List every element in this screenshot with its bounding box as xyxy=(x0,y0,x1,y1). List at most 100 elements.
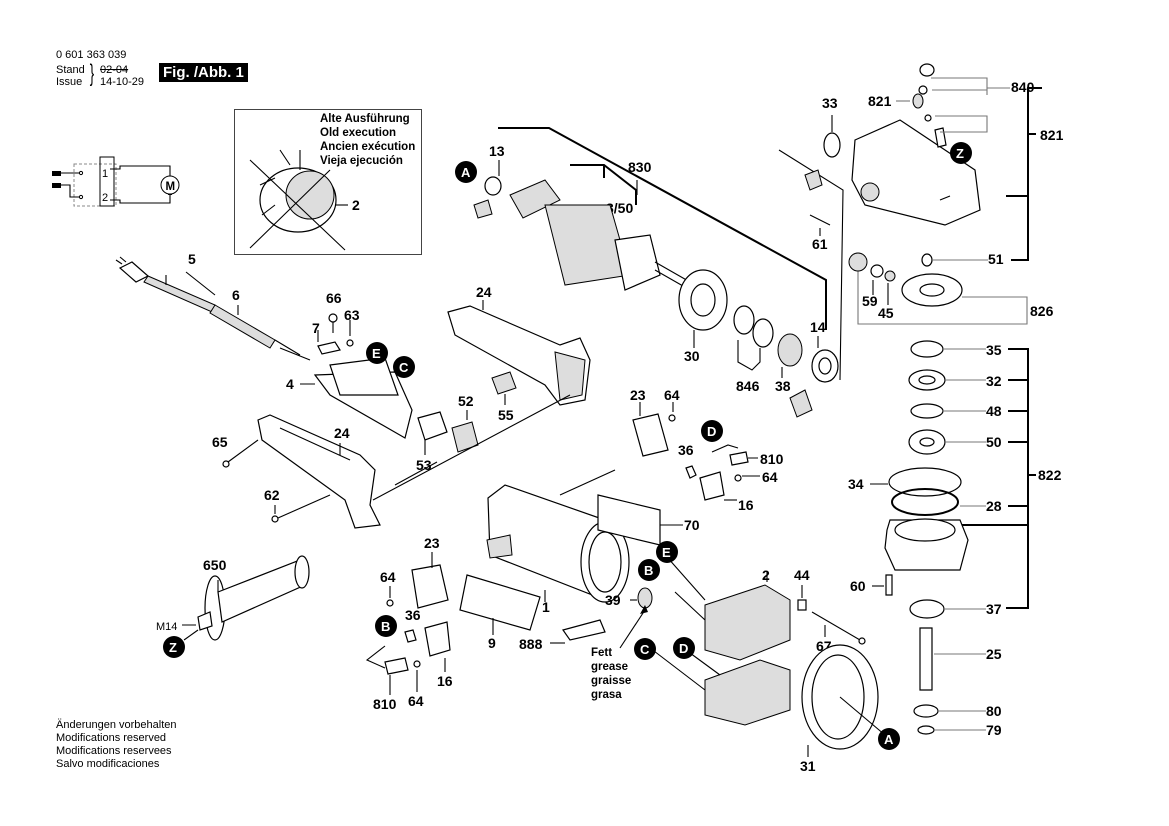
label-24-upper: 24 xyxy=(476,284,492,300)
label-810-right: 810 xyxy=(760,451,784,467)
armature-assembly: 830 3/50 13 xyxy=(473,127,827,330)
suppressor-parts: 53 52 xyxy=(416,393,479,473)
label-821-spindle-lock: 821 xyxy=(868,93,892,109)
label-650: 650 xyxy=(203,557,227,573)
footer-line-fr: Modifications reservees xyxy=(56,745,172,757)
callout-b-coil: B xyxy=(638,559,660,581)
stand-value: 02-04 xyxy=(100,64,129,76)
svg-text:A: A xyxy=(884,732,894,747)
label-31: 31 xyxy=(800,758,816,774)
label-2: 2 xyxy=(762,567,770,583)
label-64-right-top: 64 xyxy=(664,387,680,403)
motor-housing: 1 9 888 70 xyxy=(459,469,700,652)
svg-text:C: C xyxy=(640,642,650,657)
label-64-left: 64 xyxy=(408,693,424,709)
old-execution-line-en: Old execution xyxy=(320,127,397,139)
label-66: 66 xyxy=(326,290,342,306)
grease-note-es: grasa xyxy=(591,689,622,701)
callout-c-coil: C xyxy=(634,638,656,660)
svg-text:E: E xyxy=(662,545,671,560)
label-23-left: 23 xyxy=(424,535,440,551)
label-32: 32 xyxy=(986,373,1002,389)
grease-note-fr: graisse xyxy=(591,675,631,687)
label-36-right: 36 xyxy=(678,442,694,458)
callout-z-handle: Z xyxy=(163,636,185,658)
part-number: 0 601 363 039 xyxy=(56,49,127,61)
label-34: 34 xyxy=(848,476,864,492)
auxiliary-handle: 650 M14 xyxy=(156,555,310,641)
footer-notes: Änderungen vorbehalten Modifications res… xyxy=(56,719,176,771)
label-24-lower: 24 xyxy=(334,425,350,441)
stand-label: Stand xyxy=(56,64,85,76)
brush-holder-right: 23 64 36 16 810 64 xyxy=(630,387,784,513)
old-execution-box xyxy=(234,109,422,255)
label-16-right: 16 xyxy=(738,497,754,513)
label-810-left: 810 xyxy=(373,696,397,712)
handle-lower: 24 65 62 xyxy=(212,414,381,529)
svg-text:B: B xyxy=(381,619,390,634)
svg-text:Z: Z xyxy=(169,640,177,655)
label-30: 30 xyxy=(684,348,700,364)
label-53: 53 xyxy=(416,457,432,473)
switch-assembly: 4 7 66 63 xyxy=(286,290,413,439)
label-79: 79 xyxy=(986,722,1002,738)
label-36-left: 36 xyxy=(405,607,421,623)
terminal-2: 2 xyxy=(102,192,108,204)
handle-assembly-line xyxy=(372,394,571,501)
label-44: 44 xyxy=(794,567,810,583)
label-25: 25 xyxy=(986,646,1002,662)
label-35: 35 xyxy=(986,342,1002,358)
svg-text:E: E xyxy=(372,346,381,361)
label-37: 37 xyxy=(986,601,1002,617)
svg-text:C: C xyxy=(399,360,409,375)
figure-label: Fig. /Abb. 1 xyxy=(159,63,248,82)
stand-issue-values: 02-04 14-10-29 xyxy=(100,64,144,88)
label-4: 4 xyxy=(286,376,294,392)
svg-text:D: D xyxy=(679,641,688,656)
issue-label: Issue xyxy=(56,76,83,88)
callout-e-coil: E xyxy=(656,541,678,563)
label-9: 9 xyxy=(488,635,496,651)
label-64-right: 64 xyxy=(762,469,778,485)
footer-line-es: Salvo modificaciones xyxy=(56,758,160,770)
grease-note-de: Fett xyxy=(591,647,612,659)
label-59: 59 xyxy=(862,293,878,309)
label-2-old: 2 xyxy=(352,197,360,213)
callout-z-gearhead: Z xyxy=(950,142,972,164)
callout-d-brush: D xyxy=(701,420,723,442)
callout-d-coil: D xyxy=(673,637,695,659)
label-350: 3/50 xyxy=(606,200,633,216)
label-13: 13 xyxy=(489,143,505,159)
label-70: 70 xyxy=(684,517,700,533)
motor-symbol xyxy=(160,175,180,195)
issue-value: 14-10-29 xyxy=(100,76,145,88)
label-62: 62 xyxy=(264,487,280,503)
gear-head: 33 61 821 840 821 51 826 59 45 xyxy=(804,63,1064,325)
label-52: 52 xyxy=(458,393,474,409)
label-7: 7 xyxy=(312,320,320,336)
footer-line-de: Änderungen vorbehalten xyxy=(56,719,177,731)
callout-e-switch: E xyxy=(366,342,388,364)
label-821-housing: 821 xyxy=(1040,127,1064,143)
callout-b-brush: B xyxy=(375,615,397,637)
old-field-coil: 2 xyxy=(249,149,360,251)
fan-grease: 39 Fett grease graisse grasa xyxy=(591,587,653,701)
label-830: 830 xyxy=(628,159,652,175)
label-846: 846 xyxy=(736,378,760,394)
label-23-right: 23 xyxy=(630,387,646,403)
grease-note-en: grease xyxy=(591,661,628,673)
label-33: 33 xyxy=(822,95,838,111)
label-39: 39 xyxy=(605,592,621,608)
label-51: 51 xyxy=(988,251,1004,267)
label-28: 28 xyxy=(986,498,1002,514)
label-55: 55 xyxy=(498,407,514,423)
label-826: 826 xyxy=(1030,303,1054,319)
brush-holder-left: 23 64 36 16 810 64 xyxy=(365,535,453,712)
svg-text:A: A xyxy=(461,165,471,180)
footer-line-en: Modifications reserved xyxy=(56,732,167,744)
label-38: 38 xyxy=(775,378,791,394)
handle-upper: 24 55 xyxy=(447,284,591,423)
label-63: 63 xyxy=(344,307,360,323)
callout-c-switch: C xyxy=(393,356,415,378)
label-1: 1 xyxy=(542,599,550,615)
